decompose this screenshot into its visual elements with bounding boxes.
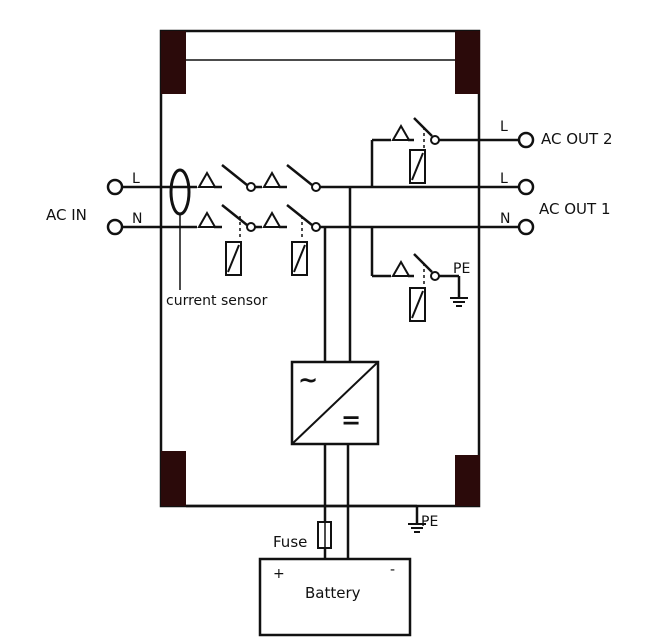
fixed-contact-n2 [263, 212, 281, 228]
ac-out-2-label: AC OUT 2 [541, 130, 613, 148]
inverter-dc-symbol: = [341, 406, 361, 434]
relay-coil-pe [409, 287, 426, 322]
bracket-bottom-left [161, 451, 186, 506]
fixed-contact-n1 [198, 212, 216, 228]
ground-symbol-bottom [408, 523, 426, 533]
ac-in-n-terminal [106, 218, 124, 236]
fixed-contact-l2 [263, 172, 281, 188]
input-relay-coils [225, 216, 308, 276]
switch-l2-contact [311, 182, 321, 192]
battery-plus: + [273, 566, 285, 582]
fuse-label: Fuse [273, 533, 307, 551]
input-n-line [122, 204, 519, 229]
switch-l1-contact [246, 182, 256, 192]
ac-in-l-label: L [132, 171, 140, 187]
switch-pe-contact [430, 271, 440, 281]
bracket-top-right [455, 31, 480, 94]
battery-minus: - [390, 562, 395, 578]
current-sensor-label: current sensor [166, 293, 268, 309]
battery-label: Battery [305, 584, 361, 602]
fuse: Fuse [273, 521, 332, 551]
pe-top-label: PE [453, 261, 470, 277]
switch-n1-contact [246, 222, 256, 232]
switch-n2-contact [311, 222, 321, 232]
switch-out2-contact [430, 135, 440, 145]
relay-coil-1 [225, 241, 242, 276]
fixed-contact-pe [392, 261, 410, 277]
ac-out-1-n-terminal [517, 218, 535, 236]
relay-coil-out2 [409, 149, 426, 184]
ac-out-section: AC OUT 2 AC OUT 1 L L N [500, 119, 613, 236]
ac-in-label: AC IN [46, 206, 87, 224]
ac-in-n-label: N [132, 211, 142, 227]
inverter-ac-symbol: ~ [298, 366, 318, 394]
pe-bottom-label: PE [421, 514, 438, 530]
inverter-charger: ~ = [290, 360, 380, 446]
ac-out-2-terminal [517, 131, 535, 149]
bracket-top-left [161, 31, 186, 94]
ac-out-2-l-label: L [500, 119, 508, 135]
current-sensor: current sensor [166, 168, 268, 309]
internal-l-bus [323, 117, 519, 362]
fixed-contact-l1 [198, 172, 216, 188]
ac-out-1-n-label: N [500, 211, 510, 227]
mounting-brackets [161, 31, 480, 506]
ac-out-1-l-terminal [517, 178, 535, 196]
ground-symbol-top [450, 297, 468, 307]
ac-out-1-label: AC OUT 1 [539, 200, 611, 218]
ac-in-l-terminal [106, 178, 124, 196]
input-l-line [122, 164, 350, 189]
ac-in-section: AC IN L N [46, 171, 142, 236]
bracket-bottom-right [455, 455, 480, 506]
dc-wiring [186, 444, 419, 559]
fixed-contact-out2 [392, 125, 410, 141]
ac-out-1-l-label: L [500, 171, 508, 187]
relay-coil-2 [291, 241, 308, 276]
battery: Battery + - [258, 557, 412, 637]
